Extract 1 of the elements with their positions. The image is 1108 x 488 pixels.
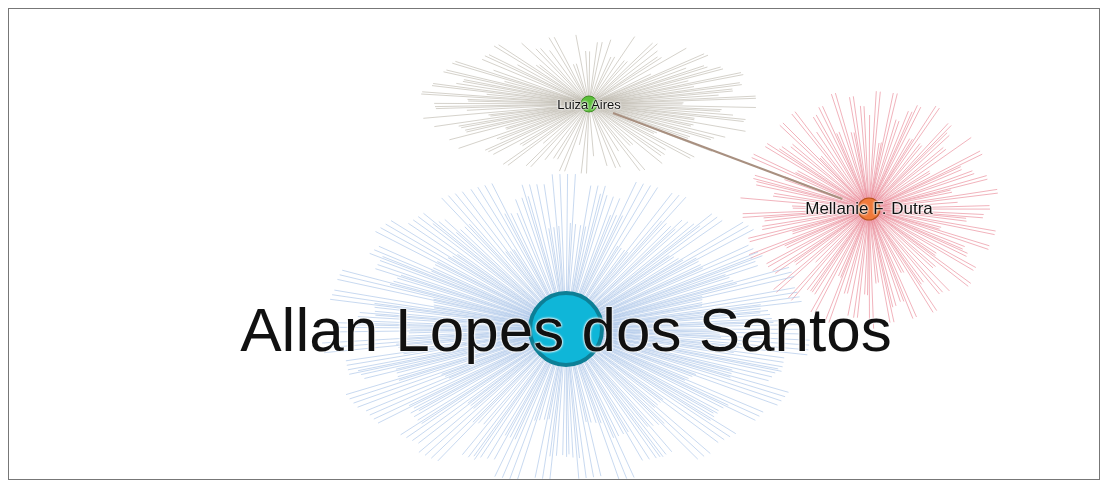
connector-line xyxy=(612,112,844,200)
